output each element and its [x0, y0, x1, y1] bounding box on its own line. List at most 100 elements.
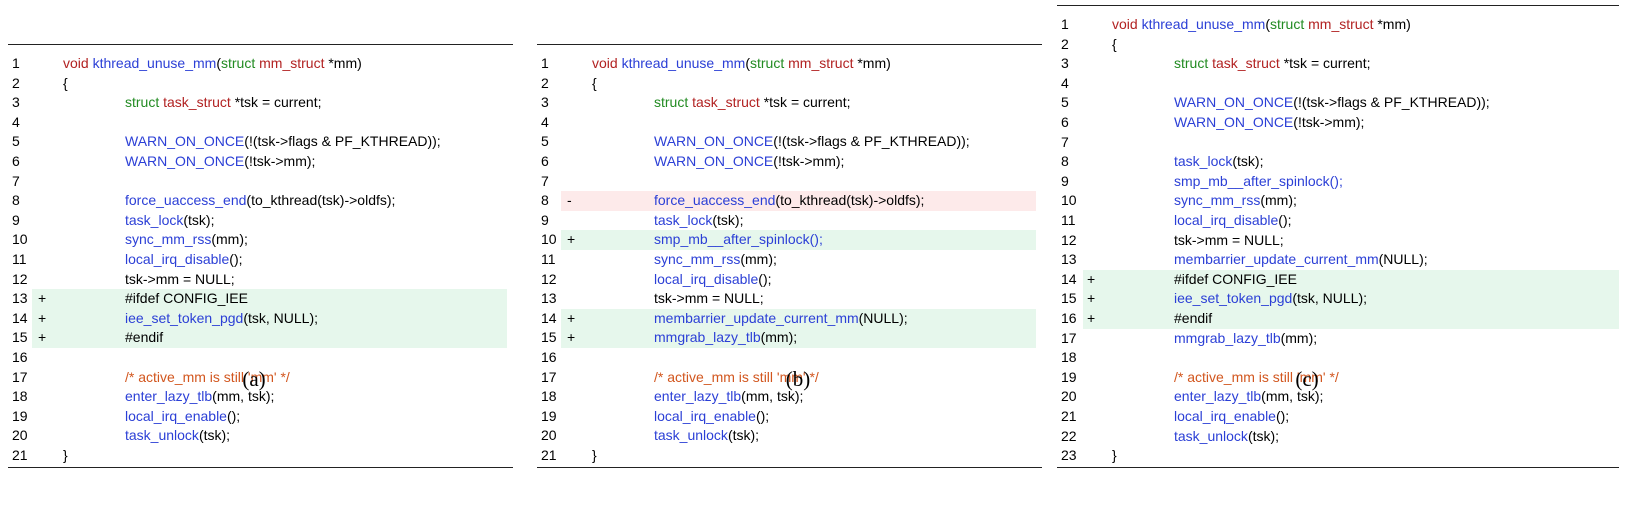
added-code-line: 14+iee_set_token_pgd(tsk, NULL); [12, 308, 507, 329]
removed-code-line: 8-force_uaccess_end(to_kthread(tsk)->old… [541, 191, 1036, 211]
code-text: task_lock(tsk); [654, 211, 743, 231]
code-text: WARN_ON_ONCE(!tsk->mm); [125, 152, 315, 172]
code-token: membarrier_update_current_mm [654, 309, 859, 326]
code-token: WARN_ON_ONCE [654, 133, 774, 150]
line-number: 12 [12, 270, 28, 287]
code-token: WARN_ON_ONCE [1174, 94, 1294, 111]
line-number: 3 [1061, 55, 1069, 72]
line-number: 11 [12, 251, 27, 267]
code-text: WARN_ON_ONCE(!(tsk->flags & PF_KTHREAD))… [654, 132, 970, 152]
line-number: 18 [541, 388, 557, 405]
code-token: (mm); [211, 231, 248, 248]
line-number: 17 [1061, 329, 1077, 346]
code-text: smp_mb__after_spinlock(); [1174, 172, 1343, 192]
code-token: enter_lazy_tlb [1174, 388, 1262, 405]
code-token: local_irq_enable [1174, 408, 1276, 424]
code-text: local_irq_disable(); [1174, 211, 1292, 231]
code-line: 7 [1057, 133, 1619, 153]
line-number: 8 [1061, 153, 1069, 170]
line-number: 16 [541, 349, 557, 365]
code-token: /* active_mm is still 'mm' */ [1174, 368, 1339, 385]
code-token: force_uaccess_end [654, 192, 776, 209]
code-token: task_unlock [1174, 427, 1248, 444]
code-token: (tsk); [727, 427, 760, 444]
code-token: (); [229, 251, 243, 267]
line-number: 2 [541, 74, 549, 91]
line-number: 15 [1061, 290, 1077, 307]
code-token: enter_lazy_tlb [654, 388, 742, 405]
diff-marker: + [38, 290, 47, 307]
caption-a: (a) [242, 367, 266, 391]
code-token: enter_lazy_tlb [125, 388, 213, 405]
code-token: void [592, 55, 622, 71]
code-text: membarrier_update_current_mm(NULL); [1174, 250, 1428, 270]
code-line: 4 [1057, 74, 1619, 94]
diff-marker: + [1087, 290, 1096, 307]
code-token: mm_struct [788, 55, 858, 71]
code-token: local_irq_disable [1174, 212, 1279, 228]
added-code-line: 10+smp_mb__after_spinlock(); [541, 230, 1036, 250]
code-line: 2{ [537, 74, 1042, 94]
line-number: 11 [541, 251, 556, 267]
code-token: task_unlock [125, 427, 199, 444]
code-token: task_lock [654, 211, 713, 228]
code-token: iee_set_token_pgd [125, 309, 244, 326]
line-number: 22 [1061, 427, 1077, 444]
code-token: *mm) [1377, 16, 1411, 32]
code-text: WARN_ON_ONCE(!tsk->mm); [1174, 113, 1364, 133]
line-number: 19 [541, 407, 557, 424]
diff-marker: + [1087, 270, 1096, 287]
line-number: 15 [12, 329, 28, 346]
code-text: membarrier_update_current_mm(NULL); [654, 309, 908, 329]
line-number: 19 [12, 407, 28, 424]
line-number: 14 [1061, 270, 1077, 287]
line-number: 6 [12, 153, 20, 169]
code-token: struct [750, 55, 789, 71]
code-token: local_irq_disable [125, 251, 230, 267]
line-number: 5 [541, 133, 549, 150]
code-text: task_unlock(tsk); [654, 426, 759, 446]
added-code-line: 16+#endif [1061, 309, 1619, 329]
code-token: smp_mb__after_spinlock(); [654, 231, 823, 248]
code-token: task_struct [692, 94, 764, 111]
code-text: { [592, 74, 597, 94]
code-token: tsk->mm = NULL; [1174, 231, 1284, 248]
code-token: mm_struct [259, 55, 329, 71]
code-token: (!(tsk->flags & PF_KTHREAD)); [773, 133, 970, 150]
line-number: 20 [12, 427, 28, 444]
diff-marker: - [567, 192, 572, 209]
code-text: WARN_ON_ONCE(!(tsk->flags & PF_KTHREAD))… [1174, 93, 1490, 113]
code-token: task_unlock [654, 427, 728, 444]
diff-marker: + [567, 309, 576, 326]
code-text: local_irq_enable(); [1174, 407, 1289, 427]
code-text: #endif [125, 328, 163, 348]
code-token: *mm) [857, 55, 891, 71]
code-text: /* active_mm is still 'mm' */ [1174, 368, 1339, 388]
line-number: 13 [12, 290, 28, 307]
bottom-rule [8, 467, 513, 468]
added-code-line: 13+#ifdef CONFIG_IEE [12, 289, 507, 309]
code-text: enter_lazy_tlb(mm, tsk); [125, 387, 274, 407]
code-token: (); [226, 407, 241, 424]
code-token: void [63, 55, 93, 71]
line-number: 21 [1061, 408, 1077, 424]
code-token: (tsk); [1247, 427, 1280, 444]
code-token: (mm); [1280, 329, 1318, 346]
line-number: 7 [541, 172, 549, 189]
code-text: task_lock(tsk); [125, 211, 214, 231]
